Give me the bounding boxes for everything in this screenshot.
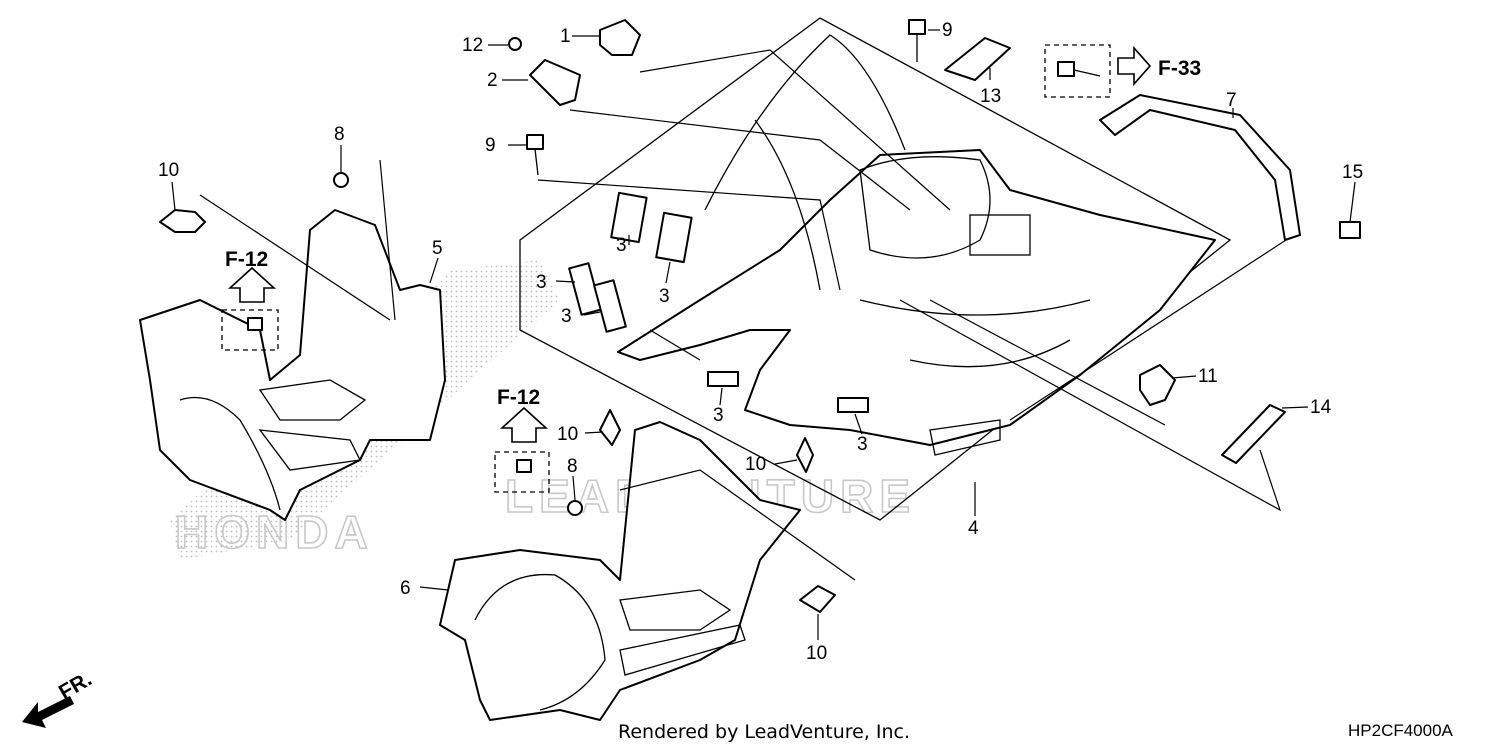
callout-3c: 3: [659, 286, 670, 307]
callout-8a: 8: [334, 124, 345, 145]
grab-bar-part-7: [1099, 94, 1301, 241]
callout-15: 15: [1342, 162, 1363, 183]
clip-part-10b: [599, 409, 621, 446]
pad-part-3b: [655, 211, 693, 264]
callout-10a: 10: [158, 160, 179, 181]
footer-credit: Rendered by LeadVenture, Inc.: [618, 721, 910, 743]
diagram-code: HP2CF4000A: [1348, 721, 1454, 740]
bracket-part-2: [529, 59, 581, 106]
clip-part-10d: [799, 585, 836, 613]
callout-14: 14: [1310, 397, 1332, 418]
pad-part-3a: [610, 191, 648, 244]
strap-part-14: [1221, 404, 1286, 464]
callout-5: 5: [432, 238, 443, 259]
f12-left-arrow: [227, 266, 277, 303]
pad-part-3f: [837, 397, 869, 413]
watermark-brand: HONDA: [175, 506, 374, 558]
callout-11: 11: [1198, 366, 1218, 387]
callout-12: 12: [462, 35, 483, 56]
callout-4: 4: [968, 518, 979, 539]
clip-part-10a: [159, 209, 206, 233]
callout-6: 6: [400, 578, 411, 599]
screw-part-12: [508, 37, 522, 51]
bolt-part-8b: [567, 500, 583, 516]
center-mudguard: [439, 421, 801, 721]
clip-part-10c: [796, 437, 814, 473]
f33-arrow: [1117, 45, 1152, 87]
ref-box-f12-center: [494, 451, 550, 493]
callout-9a: 9: [942, 20, 953, 41]
callout-2: 2: [487, 70, 498, 91]
rear-fender: [617, 34, 1216, 456]
bolt-part-9b: [526, 134, 544, 176]
bolt-part-15: [1339, 221, 1361, 239]
ref-box-f33: [1044, 44, 1111, 98]
callout-13: 13: [980, 86, 1001, 107]
ref-f12-left: F-12: [225, 248, 268, 271]
callout-8b: 8: [567, 456, 578, 477]
front-marker: FR.: [55, 667, 96, 704]
callout-3a: 3: [616, 235, 627, 256]
bolt-part-8a: [333, 172, 349, 188]
callout-3f: 3: [857, 434, 868, 455]
clip-part-11: [1139, 364, 1176, 406]
strap-part-13: [944, 37, 1011, 81]
callout-3e: 3: [713, 405, 724, 426]
ref-f12-center: F-12: [497, 386, 540, 409]
callout-3d: 3: [561, 306, 572, 327]
callout-10b: 10: [557, 424, 578, 445]
ref-box-f12-left: [221, 309, 279, 351]
callout-9b: 9: [485, 135, 496, 156]
callout-10c: 10: [745, 454, 766, 475]
callout-3b: 3: [536, 272, 547, 293]
leader-lines: [171, 29, 1356, 640]
pad-part-3d: [593, 279, 627, 333]
bolt-part-9a: [908, 19, 926, 62]
callout-labels: 1 2 12 9 9 13 7 15 8 8 10 10 10 10 5 3 3…: [158, 20, 1363, 664]
left-mudguard: [139, 209, 446, 521]
callout-10d: 10: [806, 643, 827, 664]
front-arrow: [22, 696, 74, 728]
pad-part-3e: [707, 371, 739, 387]
callout-1: 1: [560, 26, 571, 47]
clip-part-1: [599, 19, 641, 56]
ref-f33: F-33: [1158, 57, 1201, 80]
f12-center-arrow: [499, 406, 549, 443]
callout-7: 7: [1226, 90, 1237, 111]
